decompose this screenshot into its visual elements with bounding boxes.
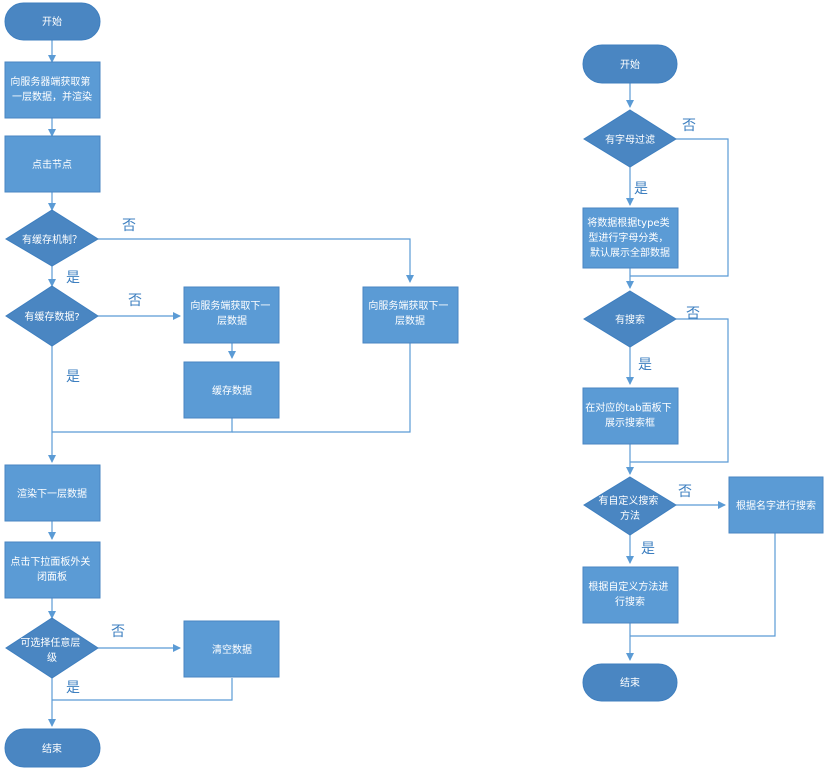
left-label-no-1: 否 <box>122 218 136 234</box>
left-label-yes-2: 是 <box>66 369 80 385</box>
left-label-yes-1: 是 <box>66 270 80 286</box>
svg-text:将数据根据type类 型进行字母分类，: 将数据根据type类 型进行字母分类， 默认展示全部数据 <box>587 216 673 259</box>
left-cache-data: 缓存数据 <box>183 361 280 419</box>
left-end: 结束 <box>4 728 101 768</box>
svg-text:向服务端获取下一 层数据: 向服务端获取下一 层数据 <box>190 299 273 327</box>
left-click-node: 点击节点 <box>4 135 101 193</box>
svg-text:结束: 结束 <box>620 676 640 689</box>
right-label-yes-1: 是 <box>634 181 648 197</box>
right-show-search: 在对应的tab面板下 展示搜索框 <box>582 387 679 445</box>
left-label-no-3: 否 <box>111 624 125 640</box>
svg-text:有缓存机制？: 有缓存机制？ <box>22 233 82 246</box>
right-connectors <box>626 83 776 661</box>
svg-text:根据名字进行搜索: 根据名字进行搜索 <box>736 499 816 512</box>
svg-text:向服务器端获取第 一层数据，并渲染: 向服务器端获取第 一层数据，并渲染 <box>10 75 93 103</box>
right-search-by-name: 根据名字进行搜索 <box>728 476 824 534</box>
svg-text:开始: 开始 <box>620 58 640 71</box>
svg-text:有自定义搜索 方法: 有自定义搜索 方法 <box>598 494 661 522</box>
right-custom-method: 根据自定义方法进 行搜索 <box>582 566 679 624</box>
svg-text:可选择任意层 级: 可选择任意层 级 <box>20 636 83 664</box>
svg-text:结束: 结束 <box>42 742 62 755</box>
right-has-search: 有搜索 <box>583 290 677 348</box>
left-fetch-next-b: 向服务端获取下一 层数据 <box>362 286 459 344</box>
svg-text:点击下拉面板外关 闭面板: 点击下拉面板外关 闭面板 <box>10 555 93 583</box>
svg-text:缓存数据: 缓存数据 <box>212 384 252 397</box>
left-label-yes-3: 是 <box>66 680 80 696</box>
right-label-no-2: 否 <box>686 306 700 322</box>
svg-text:有字母过滤: 有字母过滤 <box>605 133 655 146</box>
left-has-cache-mechanism: 有缓存机制？ <box>5 209 99 267</box>
svg-text:在对应的tab面板下 展示搜索框: 在对应的tab面板下 展示搜索框 <box>585 401 675 429</box>
right-label-yes-3: 是 <box>641 541 655 557</box>
right-custom-search: 有自定义搜索 方法 <box>583 476 677 536</box>
svg-text:有搜索: 有搜索 <box>615 313 645 326</box>
right-start: 开始 <box>582 44 678 84</box>
left-any-level: 可选择任意层 级 <box>5 617 99 679</box>
left-close-panel: 点击下拉面板外关 闭面板 <box>4 541 101 599</box>
svg-text:渲染下一层数据: 渲染下一层数据 <box>17 487 87 500</box>
svg-text:有缓存数据?: 有缓存数据? <box>24 310 79 323</box>
right-label-no-1: 否 <box>682 118 696 134</box>
svg-text:点击节点: 点击节点 <box>32 159 72 171</box>
left-render-next: 渲染下一层数据 <box>4 464 101 522</box>
left-fetch-next-a: 向服务端获取下一 层数据 <box>183 286 280 344</box>
right-label-no-3: 否 <box>678 484 692 500</box>
left-connectors <box>48 40 414 727</box>
svg-text:开始: 开始 <box>42 15 62 28</box>
svg-text:根据自定义方法进 行搜索: 根据自定义方法进 行搜索 <box>588 580 671 608</box>
left-label-no-2: 否 <box>128 293 142 309</box>
svg-text:向服务端获取下一 层数据: 向服务端获取下一 层数据 <box>368 299 451 327</box>
right-classify: 将数据根据type类 型进行字母分类， 默认展示全部数据 <box>582 207 679 269</box>
right-end: 结束 <box>582 663 678 702</box>
left-clear-data: 清空数据 <box>183 620 280 678</box>
left-fetch-first-layer: 向服务器端获取第 一层数据，并渲染 <box>4 61 101 119</box>
left-has-cache-data: 有缓存数据? <box>5 285 99 347</box>
left-start: 开始 <box>4 2 101 41</box>
right-label-yes-2: 是 <box>638 357 652 373</box>
right-letter-filter: 有字母过滤 <box>583 109 677 168</box>
svg-text:清空数据: 清空数据 <box>212 643 252 656</box>
